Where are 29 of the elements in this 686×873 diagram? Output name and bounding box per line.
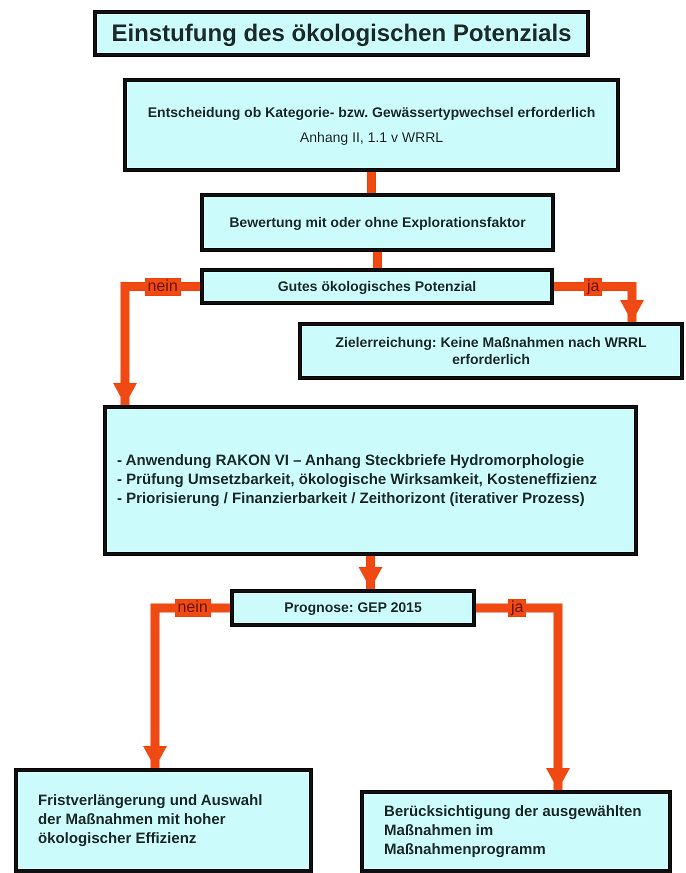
box-text: Entscheidung ob Kategorie- bzw. Gewässertypwechsel erforderlich bbox=[146, 104, 596, 121]
arrow bbox=[554, 282, 644, 322]
box-text: Berücksichtigung der ausgewählten Maßnahmen im Maßnahmenprogramm bbox=[384, 803, 643, 860]
box-text: Gutes ökologisches Potenzial bbox=[276, 278, 478, 296]
process-box bbox=[103, 405, 638, 556]
arrow bbox=[358, 556, 382, 589]
list-item: - Anwendung RAKON VI – Anhang Steckbriefe Hydromorphologie bbox=[117, 452, 586, 472]
title-box: Einstufung des ökologischen Potenzials bbox=[93, 10, 590, 57]
list-item: - Priorisierung / Finanzierbarkeit / Zeithorizont (iterativer Prozess) bbox=[117, 490, 586, 509]
edge-label: nein bbox=[144, 278, 181, 296]
process-box bbox=[200, 193, 555, 252]
box-text: Fristverlängerung und Auswahl der Maßnahmen mit hoher ökologischer Effizienz bbox=[38, 792, 264, 849]
reference-text: Anhang II, 1.1 v WRRL bbox=[298, 129, 444, 146]
connector-line bbox=[373, 252, 382, 268]
process-box bbox=[298, 322, 684, 380]
edge-label: ja bbox=[508, 599, 526, 617]
process-box bbox=[200, 268, 554, 305]
arrow bbox=[476, 604, 570, 790]
process-box bbox=[360, 790, 672, 873]
box-text: Zielerreichung: Keine Maßnahmen nach WRRL erforderlich bbox=[334, 334, 648, 368]
box-text: Prognose: GEP 2015 bbox=[283, 599, 423, 617]
connector-line bbox=[367, 172, 376, 193]
list-item: - Prüfung Umsetzbarkeit, ökologische Wirksamkeit, Kosteneffizienz bbox=[117, 471, 598, 490]
process-box bbox=[123, 78, 620, 172]
box-text: Bewertung mit oder ohne Explorationsfaktor bbox=[228, 214, 527, 232]
edge-label: ja bbox=[584, 278, 602, 296]
process-box bbox=[14, 768, 313, 873]
process-box bbox=[230, 589, 476, 627]
edge-label: nein bbox=[174, 599, 211, 617]
